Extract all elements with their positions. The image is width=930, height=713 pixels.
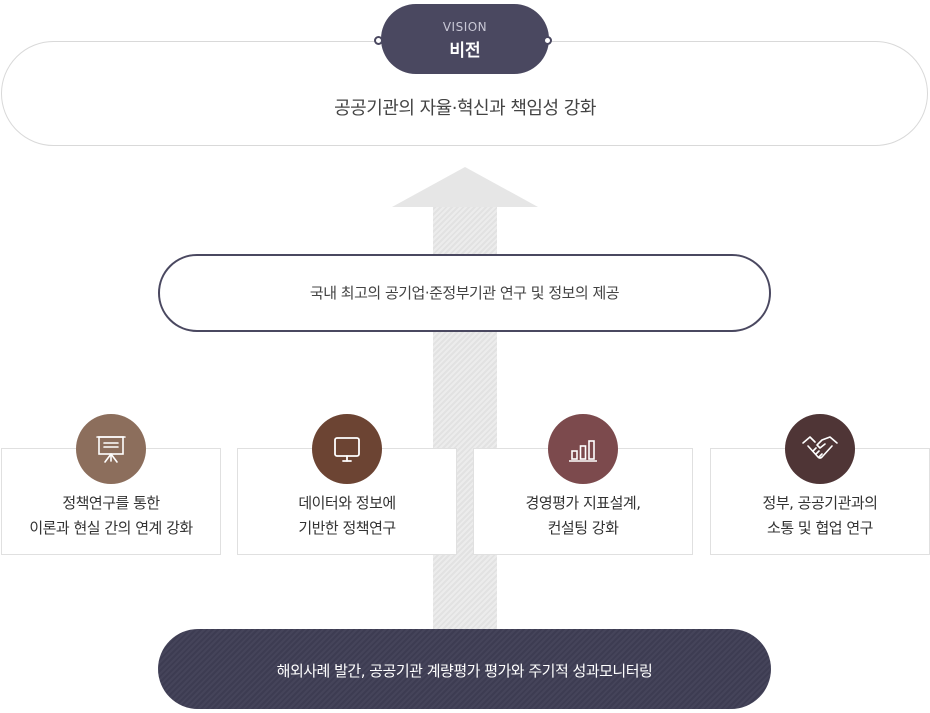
task-line: 정책연구를 통한 — [62, 494, 160, 512]
vision-badge: VISION 비전 — [381, 4, 549, 74]
task-line: 기반한 정책연구 — [298, 519, 396, 537]
vision-label-en: VISION — [442, 20, 488, 34]
badge-dot-right — [543, 36, 552, 45]
task-line: 소통 및 협업 연구 — [767, 519, 873, 537]
presentation-board-icon — [96, 436, 126, 463]
task-line: 이론과 현실 간의 연계 강화 — [29, 519, 193, 537]
task-icon-circle — [785, 414, 855, 484]
task-icon-circle — [312, 414, 382, 484]
bar-chart-icon — [569, 440, 597, 462]
vision-label-ko: 비전 — [449, 41, 481, 61]
mission-container: 국내 최고의 공기업·준정부기관 연구 및 정보의 제공 — [158, 254, 771, 332]
task-line: 경영평가 지표설계, — [525, 494, 641, 512]
monitor-icon — [334, 437, 360, 462]
up-arrow-icon — [392, 167, 538, 207]
task-icon-circle — [76, 414, 146, 484]
task-box-collaboration: 정부, 공공기관과의 소통 및 협업 연구 — [710, 448, 930, 555]
badge-dot-left — [374, 36, 383, 45]
vision-statement: 공공기관의 자율·혁신과 책임성 강화 — [334, 98, 596, 119]
mission-statement: 국내 최고의 공기업·준정부기관 연구 및 정보의 제공 — [309, 284, 620, 302]
foundation-container: 해외사례 발간, 공공기관 계량평가 평가와 주기적 성과모니터링 — [158, 629, 771, 709]
foundation-statement: 해외사례 발간, 공공기관 계량평가 평가와 주기적 성과모니터링 — [276, 662, 653, 680]
task-box-evaluation: 경영평가 지표설계, 컨설팅 강화 — [473, 448, 693, 555]
handshake-icon — [802, 436, 838, 459]
task-line: 데이터와 정보에 — [298, 494, 396, 512]
task-line: 정부, 공공기관과의 — [762, 494, 878, 512]
task-icon-circle — [548, 414, 618, 484]
task-line: 컨설팅 강화 — [547, 519, 619, 537]
